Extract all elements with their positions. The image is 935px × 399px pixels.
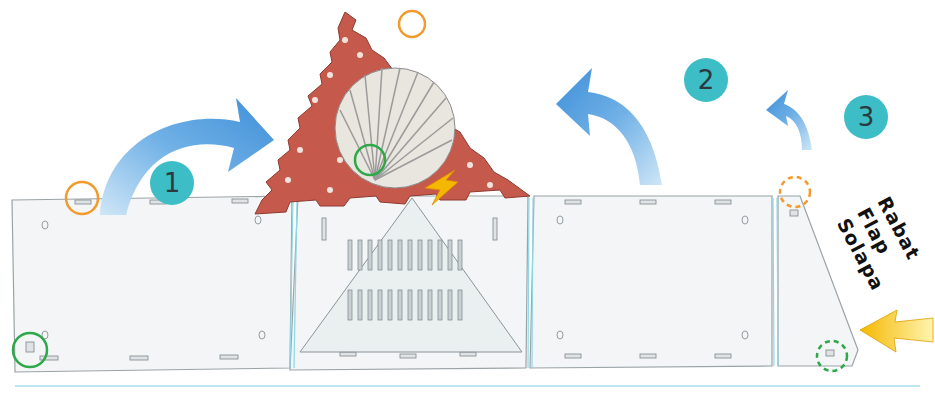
curved-arrow — [100, 98, 274, 215]
panel — [12, 196, 292, 372]
clear-triangle — [300, 198, 522, 352]
panel — [530, 196, 772, 368]
callout-circle: 1 — [150, 161, 194, 205]
vent-slots — [348, 240, 462, 320]
callout-number: 2 — [698, 67, 715, 93]
curved-arrow — [556, 68, 662, 185]
base-line — [15, 385, 920, 387]
flap-label-group: RabatFlapSolapa — [832, 193, 935, 340]
red-triangle — [255, 12, 530, 214]
marker-circles — [13, 11, 847, 371]
curved-arrow — [766, 90, 812, 150]
pointer-arrow — [860, 310, 933, 352]
dome — [335, 68, 455, 188]
panel — [290, 196, 528, 370]
hinges — [290, 198, 778, 368]
callout-number: 1 — [164, 170, 181, 196]
small-arrow — [425, 170, 458, 205]
red-holes — [285, 37, 493, 193]
slots — [26, 199, 834, 360]
callout-circle: 2 — [684, 58, 728, 102]
callout-number: 3 — [858, 104, 875, 130]
dome-ribs — [340, 68, 453, 180]
panels — [12, 196, 858, 372]
callout-circle: 3 — [844, 95, 888, 139]
